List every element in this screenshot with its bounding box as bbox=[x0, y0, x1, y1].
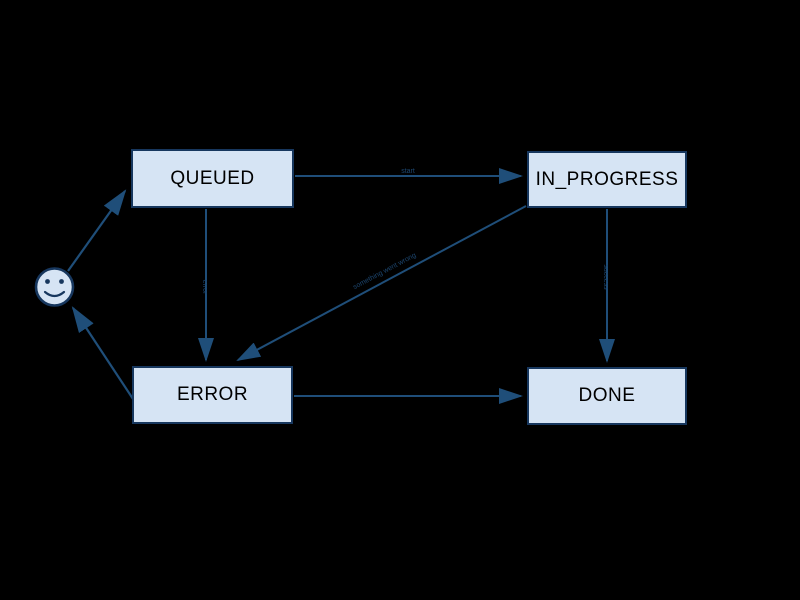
edge-error-to-user bbox=[71, 306, 134, 400]
state-node-in-progress: IN_PROGRESS bbox=[527, 151, 687, 208]
edge-label-in-progress-to-done: success bbox=[602, 264, 609, 290]
state-node-queued: QUEUED bbox=[131, 149, 294, 208]
state-node-done: DONE bbox=[527, 367, 687, 425]
edge-in-progress-to-error bbox=[236, 205, 527, 361]
edge-user-to-queued bbox=[67, 189, 127, 272]
user-smiley-icon bbox=[34, 267, 75, 307]
state-node-error: ERROR bbox=[132, 366, 293, 424]
edge-label-queued-to-in-progress: start bbox=[401, 168, 415, 175]
edge-label-queued-to-error: error bbox=[201, 279, 208, 295]
